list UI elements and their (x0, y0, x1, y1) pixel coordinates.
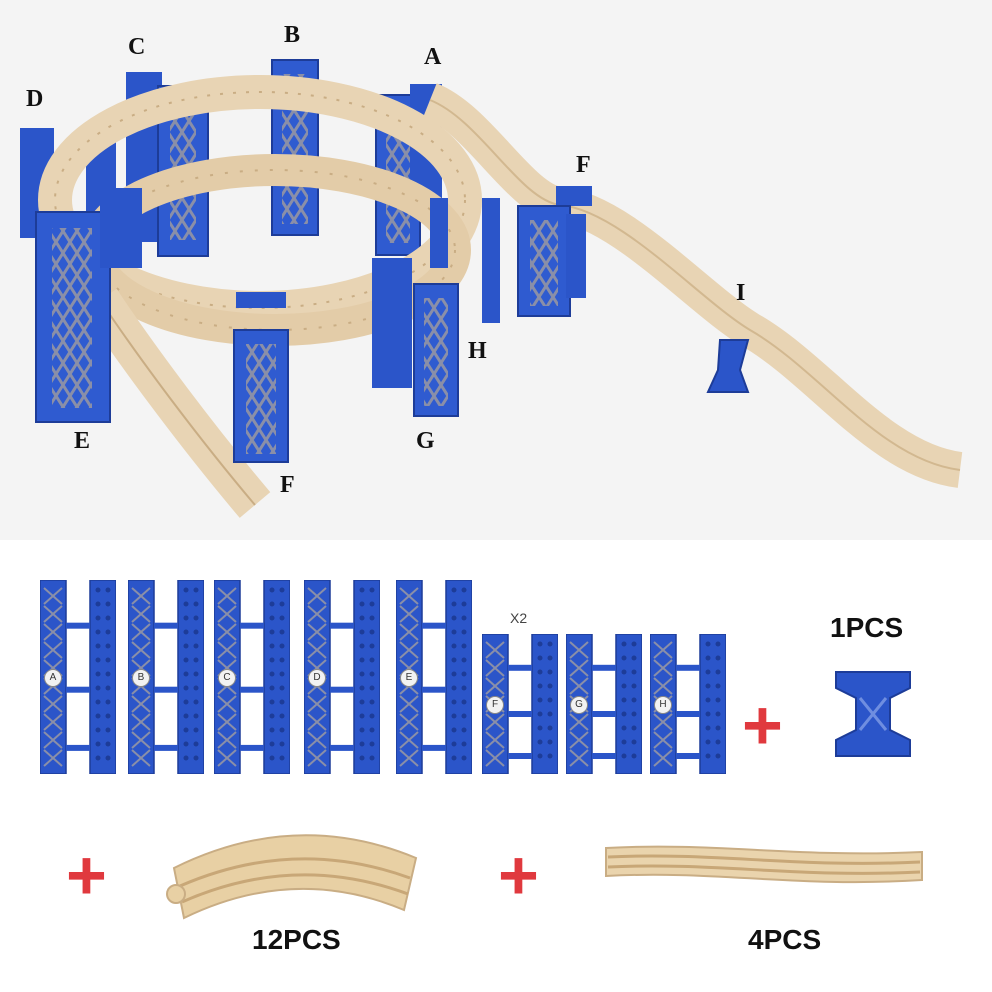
pier-badge-c: C (218, 669, 236, 687)
pier-e (396, 580, 472, 774)
pier-badge-a: A (44, 669, 62, 687)
support-i-photo (706, 339, 750, 393)
pier-g-photo (372, 258, 459, 417)
pier-badge-d: D (308, 669, 326, 687)
support-qty: 1PCS (830, 612, 904, 643)
x2-note: X2 (510, 610, 528, 626)
label-i: I (736, 280, 746, 306)
track-photo: A B C D E F F G H I (0, 0, 992, 540)
pier-badge-b: B (132, 669, 150, 687)
spiral-track-illustration (20, 59, 964, 518)
pier-badge-e: E (400, 669, 418, 687)
pier-f-front-photo (233, 292, 289, 463)
pier-badge-f: F (486, 696, 504, 714)
label-e: E (74, 428, 91, 454)
label-a: A (424, 44, 442, 70)
label-b: B (284, 22, 301, 48)
pier-f (482, 634, 558, 774)
ramp-track-icon (605, 845, 923, 884)
label-h: H (468, 338, 487, 364)
pier-e-photo (35, 188, 142, 423)
pier-f-right-photo (517, 186, 592, 317)
pier-badge-g: G (570, 696, 588, 714)
ramp-track (422, 83, 964, 488)
pier-h-photo (430, 198, 500, 323)
plus-sign-1: + (742, 686, 783, 764)
support-block-icon (835, 671, 911, 757)
label-g: G (416, 428, 435, 454)
label-d: D (26, 86, 44, 112)
label-c: C (128, 34, 146, 60)
ramp-track-qty: 4PCS (748, 924, 822, 955)
label-f-top: F (576, 152, 591, 178)
curved-track-icon (166, 834, 418, 920)
pier-badge-h: H (654, 696, 672, 714)
plus-sign-2: + (66, 836, 107, 914)
plus-sign-3: + (498, 836, 539, 914)
pier-c (214, 580, 290, 774)
parts-list: A B C D E F G H X2 + 1PCS + 12PCS + 4PCS (0, 540, 992, 992)
curved-track-qty: 12PCS (252, 924, 341, 955)
label-f-bottom: F (280, 472, 295, 498)
